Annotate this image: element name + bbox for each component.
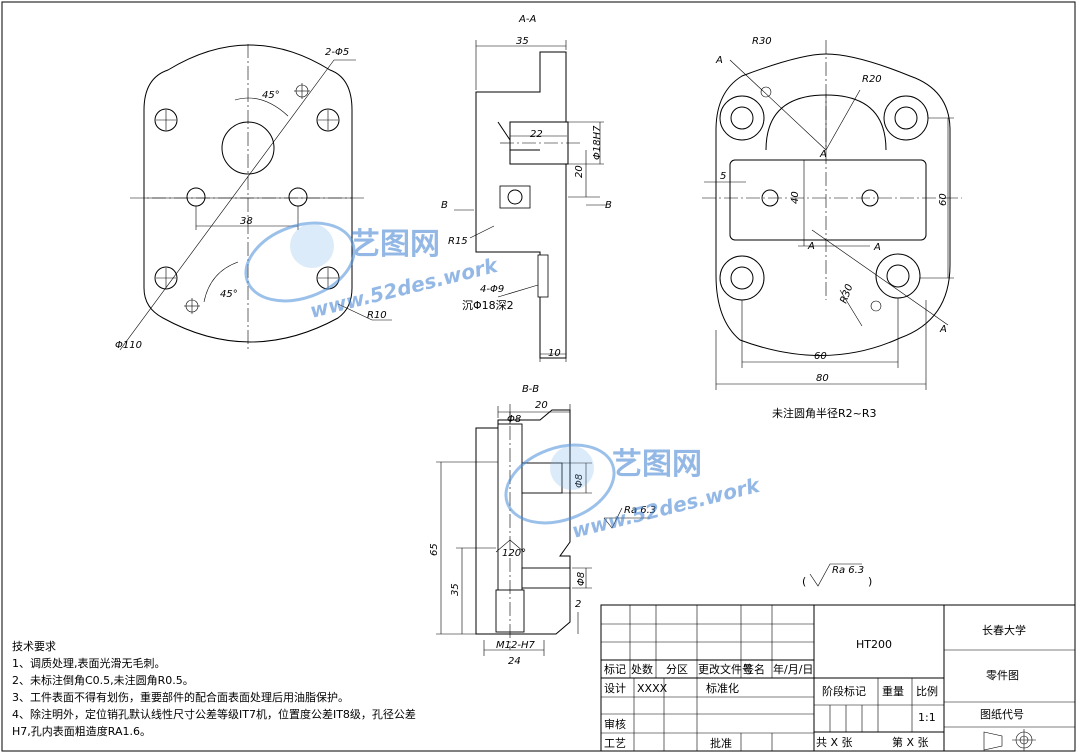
dim-bb-d8-top: Φ8 <box>507 414 521 425</box>
dim-80: 80 <box>816 373 829 384</box>
tb-drawing-code: 图纸代号 <box>980 708 1024 721</box>
dim-r10: R10 <box>367 310 387 321</box>
tb-designer: XXXX <box>637 682 668 695</box>
dim-angle-top: 45° <box>262 90 280 101</box>
tb-col-mark: 标记 <box>604 662 626 676</box>
dim-r20: R20 <box>862 74 882 85</box>
cut-b-left: B <box>441 200 448 211</box>
tb-approve: 批准 <box>710 736 732 750</box>
tb-review: 审核 <box>604 717 626 731</box>
dim-bb-65: 65 <box>429 543 440 556</box>
tech-title: 技术要求 <box>12 640 56 653</box>
dim-bb-20: 20 <box>535 400 548 411</box>
dim-60: 60 <box>814 351 827 362</box>
cut-a-bottom: A <box>939 324 947 335</box>
dim-counterbore: 沉Φ18深2 <box>462 299 514 312</box>
tb-col-zone: 分区 <box>666 663 688 676</box>
right-view: A R30 R20 A 5 40 A A 60 R30 A 60 80 <box>702 36 962 390</box>
section-bb-view: B-B 20 Φ8 Φ8 Ra 6.3 120° 65 35 <box>429 384 656 667</box>
dim-bb-d8-mid: Φ8 <box>574 474 585 488</box>
tech-line-1: 1、调质处理,表面光滑无毛刺。 <box>12 656 166 670</box>
tb-col-count: 处数 <box>631 663 653 676</box>
cut-a-left: A <box>807 241 815 252</box>
tb-design: 设计 <box>604 682 626 695</box>
dim-bore-18h7: Φ18H7 <box>592 125 603 160</box>
dim-angle-bottom: 45° <box>220 289 238 300</box>
dim-bb-d8-low: Φ8 <box>576 572 587 586</box>
dim-5: 5 <box>720 171 726 182</box>
tb-total: 共 X 张 <box>816 736 853 749</box>
tech-line-5: H7,孔内表面粗造度RA1.6。 <box>12 724 151 738</box>
cut-a-right: A <box>873 242 881 253</box>
dim-r30-top: R30 <box>752 36 772 47</box>
tech-line-3: 3、工件表面不得有划伤，重要部件的配合面表面处理后用油脂保护。 <box>12 690 349 704</box>
dim-20: 20 <box>574 165 585 178</box>
dim-bb-ra: Ra 6.3 <box>624 505 656 516</box>
tech-line-2: 2、未标注倒角C0.5,未注圆角R0.5。 <box>12 673 194 687</box>
tb-material: HT200 <box>856 638 892 651</box>
tb-stage-mark: 阶段标记 <box>822 684 866 698</box>
tb-standard: 标准化 <box>706 681 739 695</box>
cut-a-center: A <box>819 149 827 160</box>
watermark-url-2: www.52des.work <box>569 473 763 543</box>
svg-text:): ) <box>868 575 872 588</box>
tb-col-sign: 签名 <box>743 662 765 676</box>
dim-4-d9: 4-Φ9 <box>480 284 504 295</box>
tb-sheet: 第 X 张 <box>892 735 929 749</box>
svg-text:(: ( <box>802 575 806 588</box>
tech-line-4: 4、除注明外，定位销孔默认线性尺寸公差等级IT7机，位置度公差IT8级，孔径公差 <box>12 707 416 721</box>
tb-school: 长春大学 <box>982 623 1026 637</box>
tech-requirements: 技术要求 1、调质处理,表面光滑无毛刺。 2、未标注倒角C0.5,未注圆角R0.… <box>12 640 416 738</box>
tb-scale: 1:1 <box>918 711 936 724</box>
watermark-url-1: www.52des.work <box>307 253 501 323</box>
dim-bb-2: 2 <box>575 599 581 610</box>
watermark-brand-2: 艺图网 <box>612 447 702 482</box>
dim-22: 22 <box>530 129 543 140</box>
dim-40: 40 <box>790 191 801 204</box>
tb-col-doc: 更改文件号 <box>698 662 753 676</box>
dim-bb-24: 24 <box>508 656 521 667</box>
dim-r30-bottom: R30 <box>838 283 855 305</box>
cut-a-top: A <box>715 55 723 66</box>
section-bb-label: B-B <box>522 384 539 395</box>
dim-holes-2-d5: 2-Φ5 <box>325 47 349 58</box>
title-block: HT200 长春大学 零件图 图纸代号 标记 处数 分区 更改文件号 签名 年/… <box>600 604 1076 752</box>
fillet-note: 未注圆角半径R2~R3 <box>772 406 877 420</box>
dim-bb-m12: M12-H7 <box>496 640 535 651</box>
dim-r15: R15 <box>448 236 468 247</box>
front-view: 2-Φ5 45° 45° 38 Φ110 R10 <box>115 44 392 351</box>
dim-bb-120: 120° <box>502 548 526 559</box>
tb-process: 工艺 <box>604 737 626 750</box>
section-aa-label: A-A <box>518 14 536 25</box>
dim-35: 35 <box>516 36 529 47</box>
tb-col-date: 年/月/日 <box>773 662 813 676</box>
tb-scale-label: 比例 <box>916 684 938 698</box>
tb-drawing-name: 零件图 <box>986 669 1019 682</box>
roughness-symbol: Ra 6.3 <box>832 565 864 576</box>
general-roughness: ( ) Ra 6.3 <box>802 563 872 588</box>
dim-bb-35: 35 <box>450 583 461 596</box>
dim-60-vertical: 60 <box>938 193 949 206</box>
cut-b-right: B <box>605 200 612 211</box>
dim-10: 10 <box>548 348 561 359</box>
tb-weight: 重量 <box>882 684 904 698</box>
section-aa-view: A-A 35 22 Φ18H7 20 R15 4-Φ9 沉Φ18深2 10 B <box>441 14 612 362</box>
dim-dia-110: Φ110 <box>115 340 142 351</box>
dim-width-38: 38 <box>240 216 253 227</box>
watermark-brand-1: 艺图网 <box>350 227 440 262</box>
